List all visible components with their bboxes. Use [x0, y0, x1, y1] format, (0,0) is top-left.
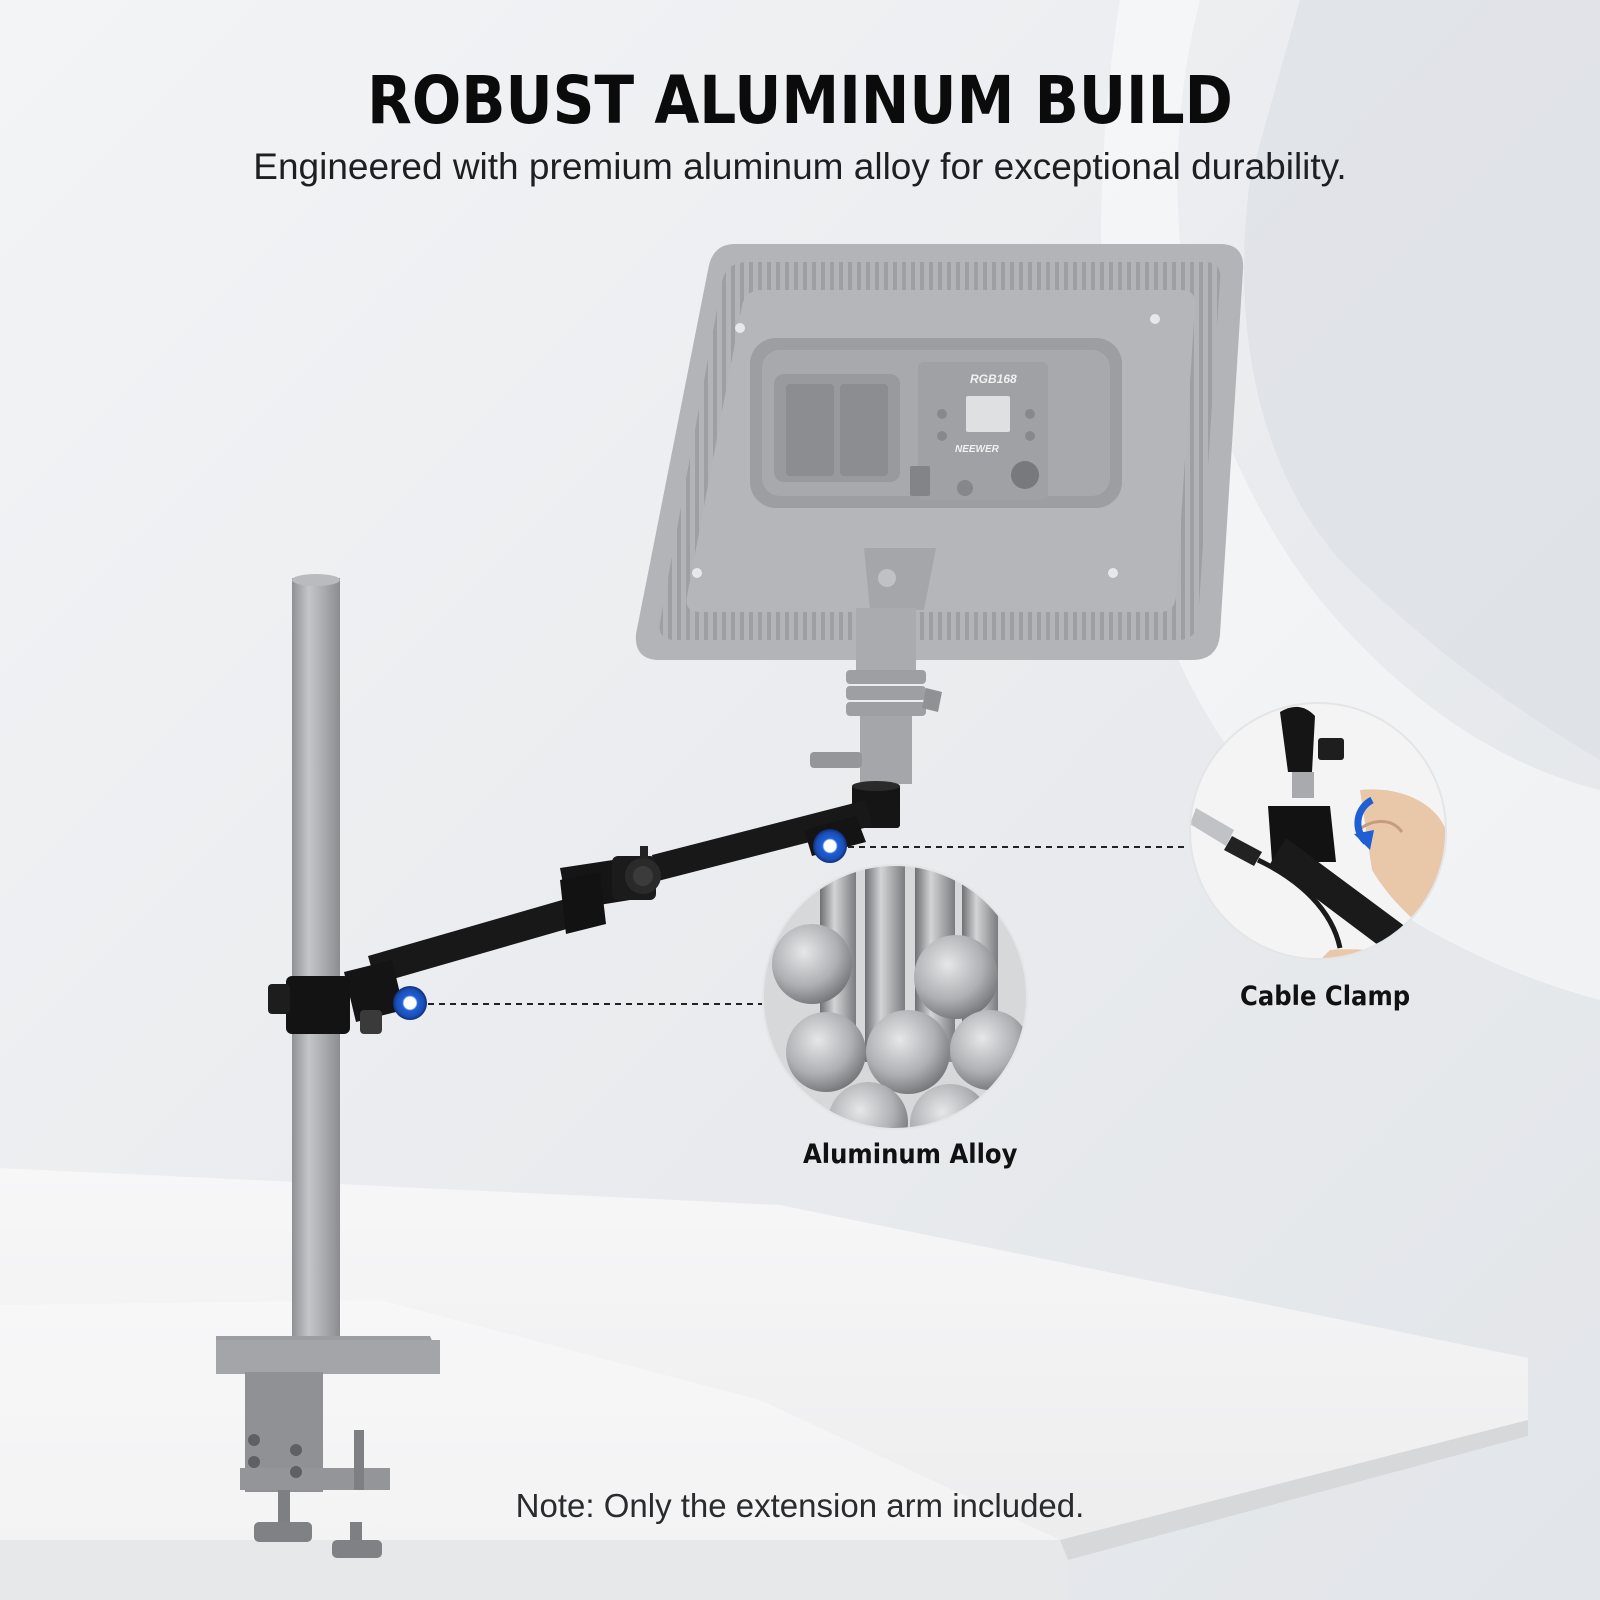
aluminum-alloy-label: Aluminum Alloy	[803, 1139, 1018, 1170]
panel-brand-text: NEEWER	[955, 444, 1000, 455]
background-shadow	[1244, 0, 1600, 760]
desk-front	[0, 1540, 1068, 1600]
callout-dot-alloy	[393, 986, 427, 1020]
light-panel: RGB168 NEEWER	[635, 244, 1244, 660]
panel-model-text: RGB168	[970, 372, 1017, 386]
cable-clamp-label: Cable Clamp	[1240, 981, 1411, 1012]
desk-top	[0, 1168, 1528, 1540]
background-light-band	[1100, 0, 1600, 1000]
desk-clamp	[216, 1336, 440, 1558]
footer-note: Note: Only the extension arm included.	[515, 1487, 1085, 1524]
pole-top	[292, 574, 340, 586]
callout-dot-cable	[813, 829, 847, 863]
desk-edge	[1060, 1420, 1528, 1560]
light-bracket	[810, 548, 942, 784]
page-subtitle: Engineered with premium aluminum alloy f…	[253, 146, 1347, 187]
page-title: ROBUST ALUMINUM BUILD	[367, 62, 1233, 139]
pole	[292, 578, 340, 1358]
